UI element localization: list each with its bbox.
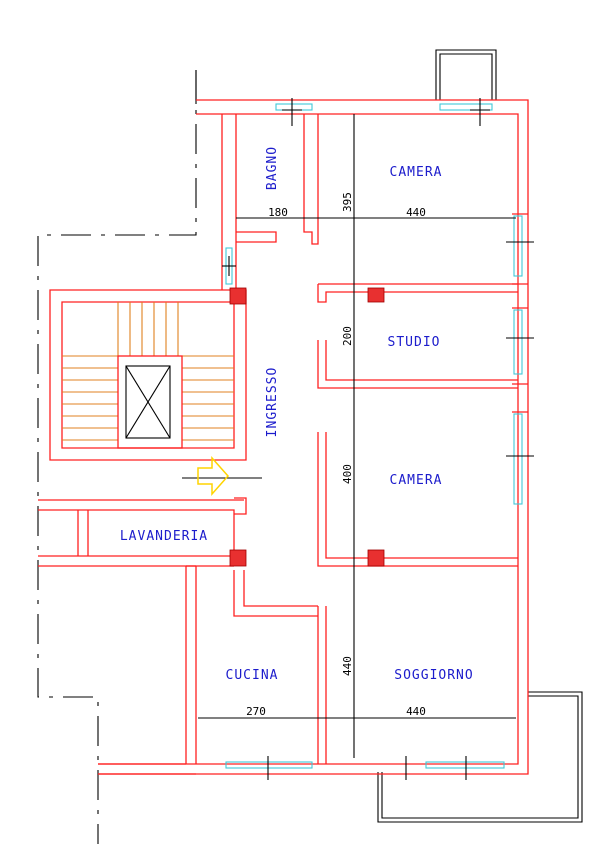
room-label-camera-2: CAMERA: [390, 473, 443, 488]
dim-camera2-height: 400: [341, 464, 354, 484]
room-label-soggiorno: SOGGIORNO: [394, 668, 473, 683]
room-label-lavanderia: LAVANDERIA: [120, 529, 208, 544]
outer-walls: [98, 99, 529, 775]
building-outline: [37, 70, 197, 844]
dim-camera1-width: 440: [406, 206, 426, 219]
room-label-ingresso: INGRESSO: [265, 367, 280, 438]
dim-bagno-width: 180: [268, 206, 288, 219]
dim-soggiorno-width: 440: [406, 705, 426, 718]
columns: [229, 287, 385, 567]
dim-studio-height: 200: [341, 326, 354, 346]
room-label-studio: STUDIO: [388, 335, 441, 350]
windows: [222, 98, 534, 780]
dim-soggiorno-height: 440: [341, 656, 354, 676]
interior-walls: [38, 114, 528, 775]
dim-camera1-height: 395: [341, 192, 354, 212]
lift-shaft: [125, 365, 171, 439]
dimension-lines: [182, 114, 516, 758]
room-label-bagno: BAGNO: [265, 146, 280, 190]
top-balcony: [435, 49, 497, 100]
entrance-arrow-icon: [197, 456, 230, 496]
dim-cucina-width: 270: [246, 705, 266, 718]
room-label-cucina: CUCINA: [226, 668, 279, 683]
room-label-camera-1: CAMERA: [390, 165, 443, 180]
bottom-terrace: [377, 691, 583, 823]
staircase: [62, 302, 234, 449]
